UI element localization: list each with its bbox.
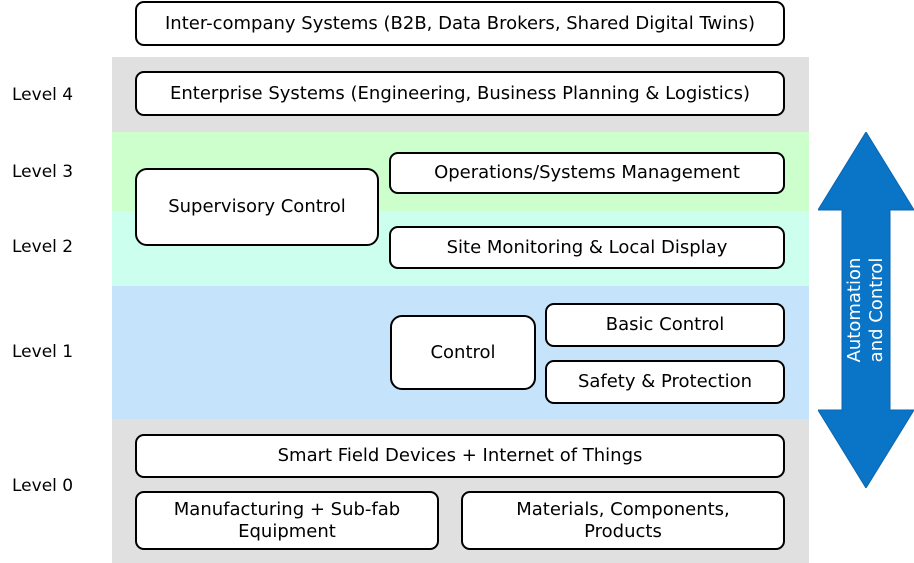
double-arrow-icon [818, 132, 914, 488]
level-0-label: Level 0 [12, 476, 74, 496]
inter-company-systems-box: Inter-company Systems (B2B, Data Brokers… [135, 1, 785, 46]
control-box: Control [390, 315, 536, 390]
safety-protection-box: Safety & Protection [545, 360, 785, 404]
level-3-label: Level 3 [12, 162, 74, 182]
site-monitoring-box: Site Monitoring & Local Display [389, 226, 785, 269]
manufacturing-equipment-box: Manufacturing + Sub-fab Equipment [135, 491, 439, 550]
level-2-label: Level 2 [12, 237, 74, 257]
enterprise-systems-box: Enterprise Systems (Engineering, Busines… [135, 71, 785, 116]
materials-components-box: Materials, Components, Products [461, 491, 785, 550]
level-1-label: Level 1 [12, 342, 74, 362]
basic-control-box: Basic Control [545, 303, 785, 347]
level-4-label: Level 4 [12, 85, 74, 105]
arrow-label: Industrial Automation and Control System… [822, 257, 909, 363]
supervisory-control-box: Supervisory Control [135, 168, 379, 246]
operations-systems-management-box: Operations/Systems Management [389, 152, 785, 194]
smart-field-devices-box: Smart Field Devices + Internet of Things [135, 434, 785, 478]
